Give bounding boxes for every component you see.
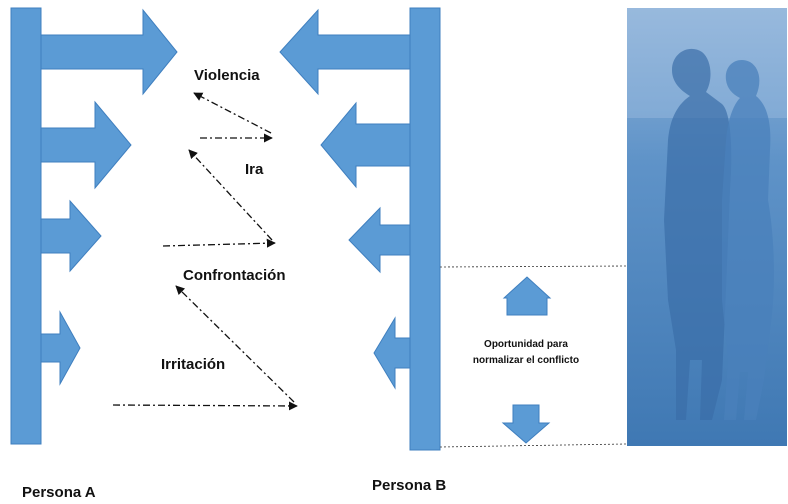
persona-a-arrow-ira	[40, 100, 132, 190]
persona-a-arrow-violencia	[40, 8, 178, 96]
path-irritacion-to-confrontacion	[175, 285, 295, 403]
persona-b-bar	[409, 7, 441, 451]
persona-b-label: Persona B	[372, 477, 447, 494]
path-irritacion-horizontal	[112, 401, 298, 411]
opportunity-bottom-line	[439, 443, 627, 448]
persona-b-arrow-violencia	[279, 8, 411, 96]
level-label-confrontacion: Confrontación	[183, 267, 286, 284]
opportunity-note: Oportunidad para normalizar el conflicto	[458, 337, 594, 369]
level-label-violencia: Violencia	[194, 67, 260, 84]
persona-b-arrow-irritacion	[373, 316, 411, 390]
path-confrontacion-horizontal	[162, 238, 276, 248]
level-label-irritacion: Irritación	[161, 356, 226, 373]
persona-a-arrow-confrontacion	[40, 199, 102, 273]
path-ira-to-violencia	[193, 92, 272, 134]
persona-b-arrow-confrontacion	[348, 206, 411, 274]
escalation-path	[112, 92, 298, 411]
opportunity-up-arrow	[502, 276, 552, 316]
persona-a-arrow-irritacion	[40, 310, 81, 386]
persona-b-arrow-ira	[320, 101, 411, 189]
opportunity-note-line2: normalizar el conflicto	[472, 355, 580, 366]
persona-a-label: Persona A	[22, 484, 96, 501]
opportunity-down-arrow	[501, 404, 551, 444]
couple-silhouette-photo	[627, 8, 787, 446]
opportunity-note-line1: Oportunidad para	[484, 339, 568, 350]
level-label-ira: Ira	[245, 161, 264, 178]
persona-a-bar	[10, 7, 42, 445]
path-confrontacion-to-ira	[188, 149, 273, 241]
opportunity-top-line	[439, 265, 627, 268]
